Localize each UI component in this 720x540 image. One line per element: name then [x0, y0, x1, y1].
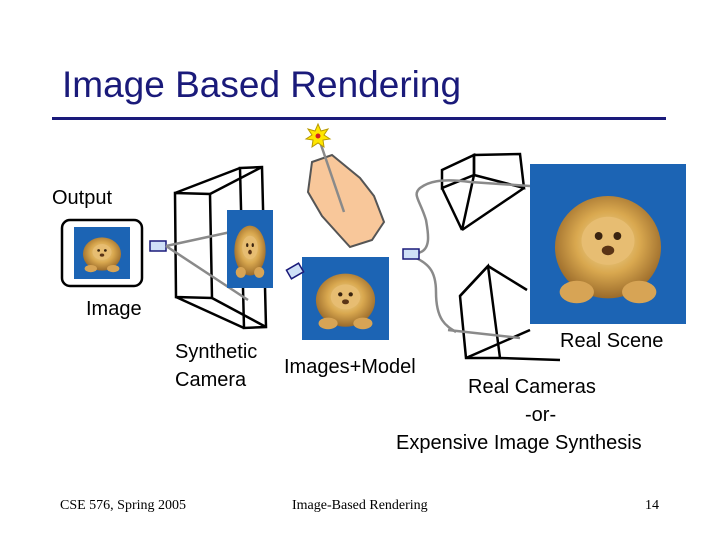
- real-camera-1-frustum: [440, 152, 526, 232]
- output-lion-photo: [74, 227, 130, 279]
- slide-title: Image Based Rendering: [62, 64, 462, 105]
- real-cameras-label: Real Cameras: [468, 376, 596, 398]
- real-camera-2-frustum: [458, 263, 561, 362]
- camera-label: Camera: [175, 369, 247, 391]
- or-label: -or-: [525, 404, 557, 426]
- footer-course: CSE 576, Spring 2005: [60, 498, 187, 513]
- output-frame: [60, 218, 144, 288]
- output-image-marker: [149, 240, 167, 252]
- synthetic-label: Synthetic: [175, 341, 258, 363]
- images-model-label: Images+Model: [284, 356, 416, 378]
- model-lion-photo: [302, 257, 389, 340]
- synthetic-lion-photo: [227, 210, 273, 288]
- footer-topic: Image-Based Rendering: [292, 498, 428, 513]
- light-source-icon: [304, 122, 332, 149]
- real-scene-label: Real Scene: [560, 330, 664, 352]
- scene-object: [306, 153, 386, 249]
- title-underline: [52, 117, 666, 120]
- image-label: Image: [86, 298, 142, 320]
- real-scene-lion-photo: [530, 164, 686, 324]
- expensive-synthesis-label: Expensive Image Synthesis: [396, 432, 642, 454]
- footer-page-number: 14: [645, 498, 659, 513]
- model-marker: [285, 262, 305, 280]
- real-camera-marker: [402, 248, 420, 260]
- output-label: Output: [52, 187, 113, 209]
